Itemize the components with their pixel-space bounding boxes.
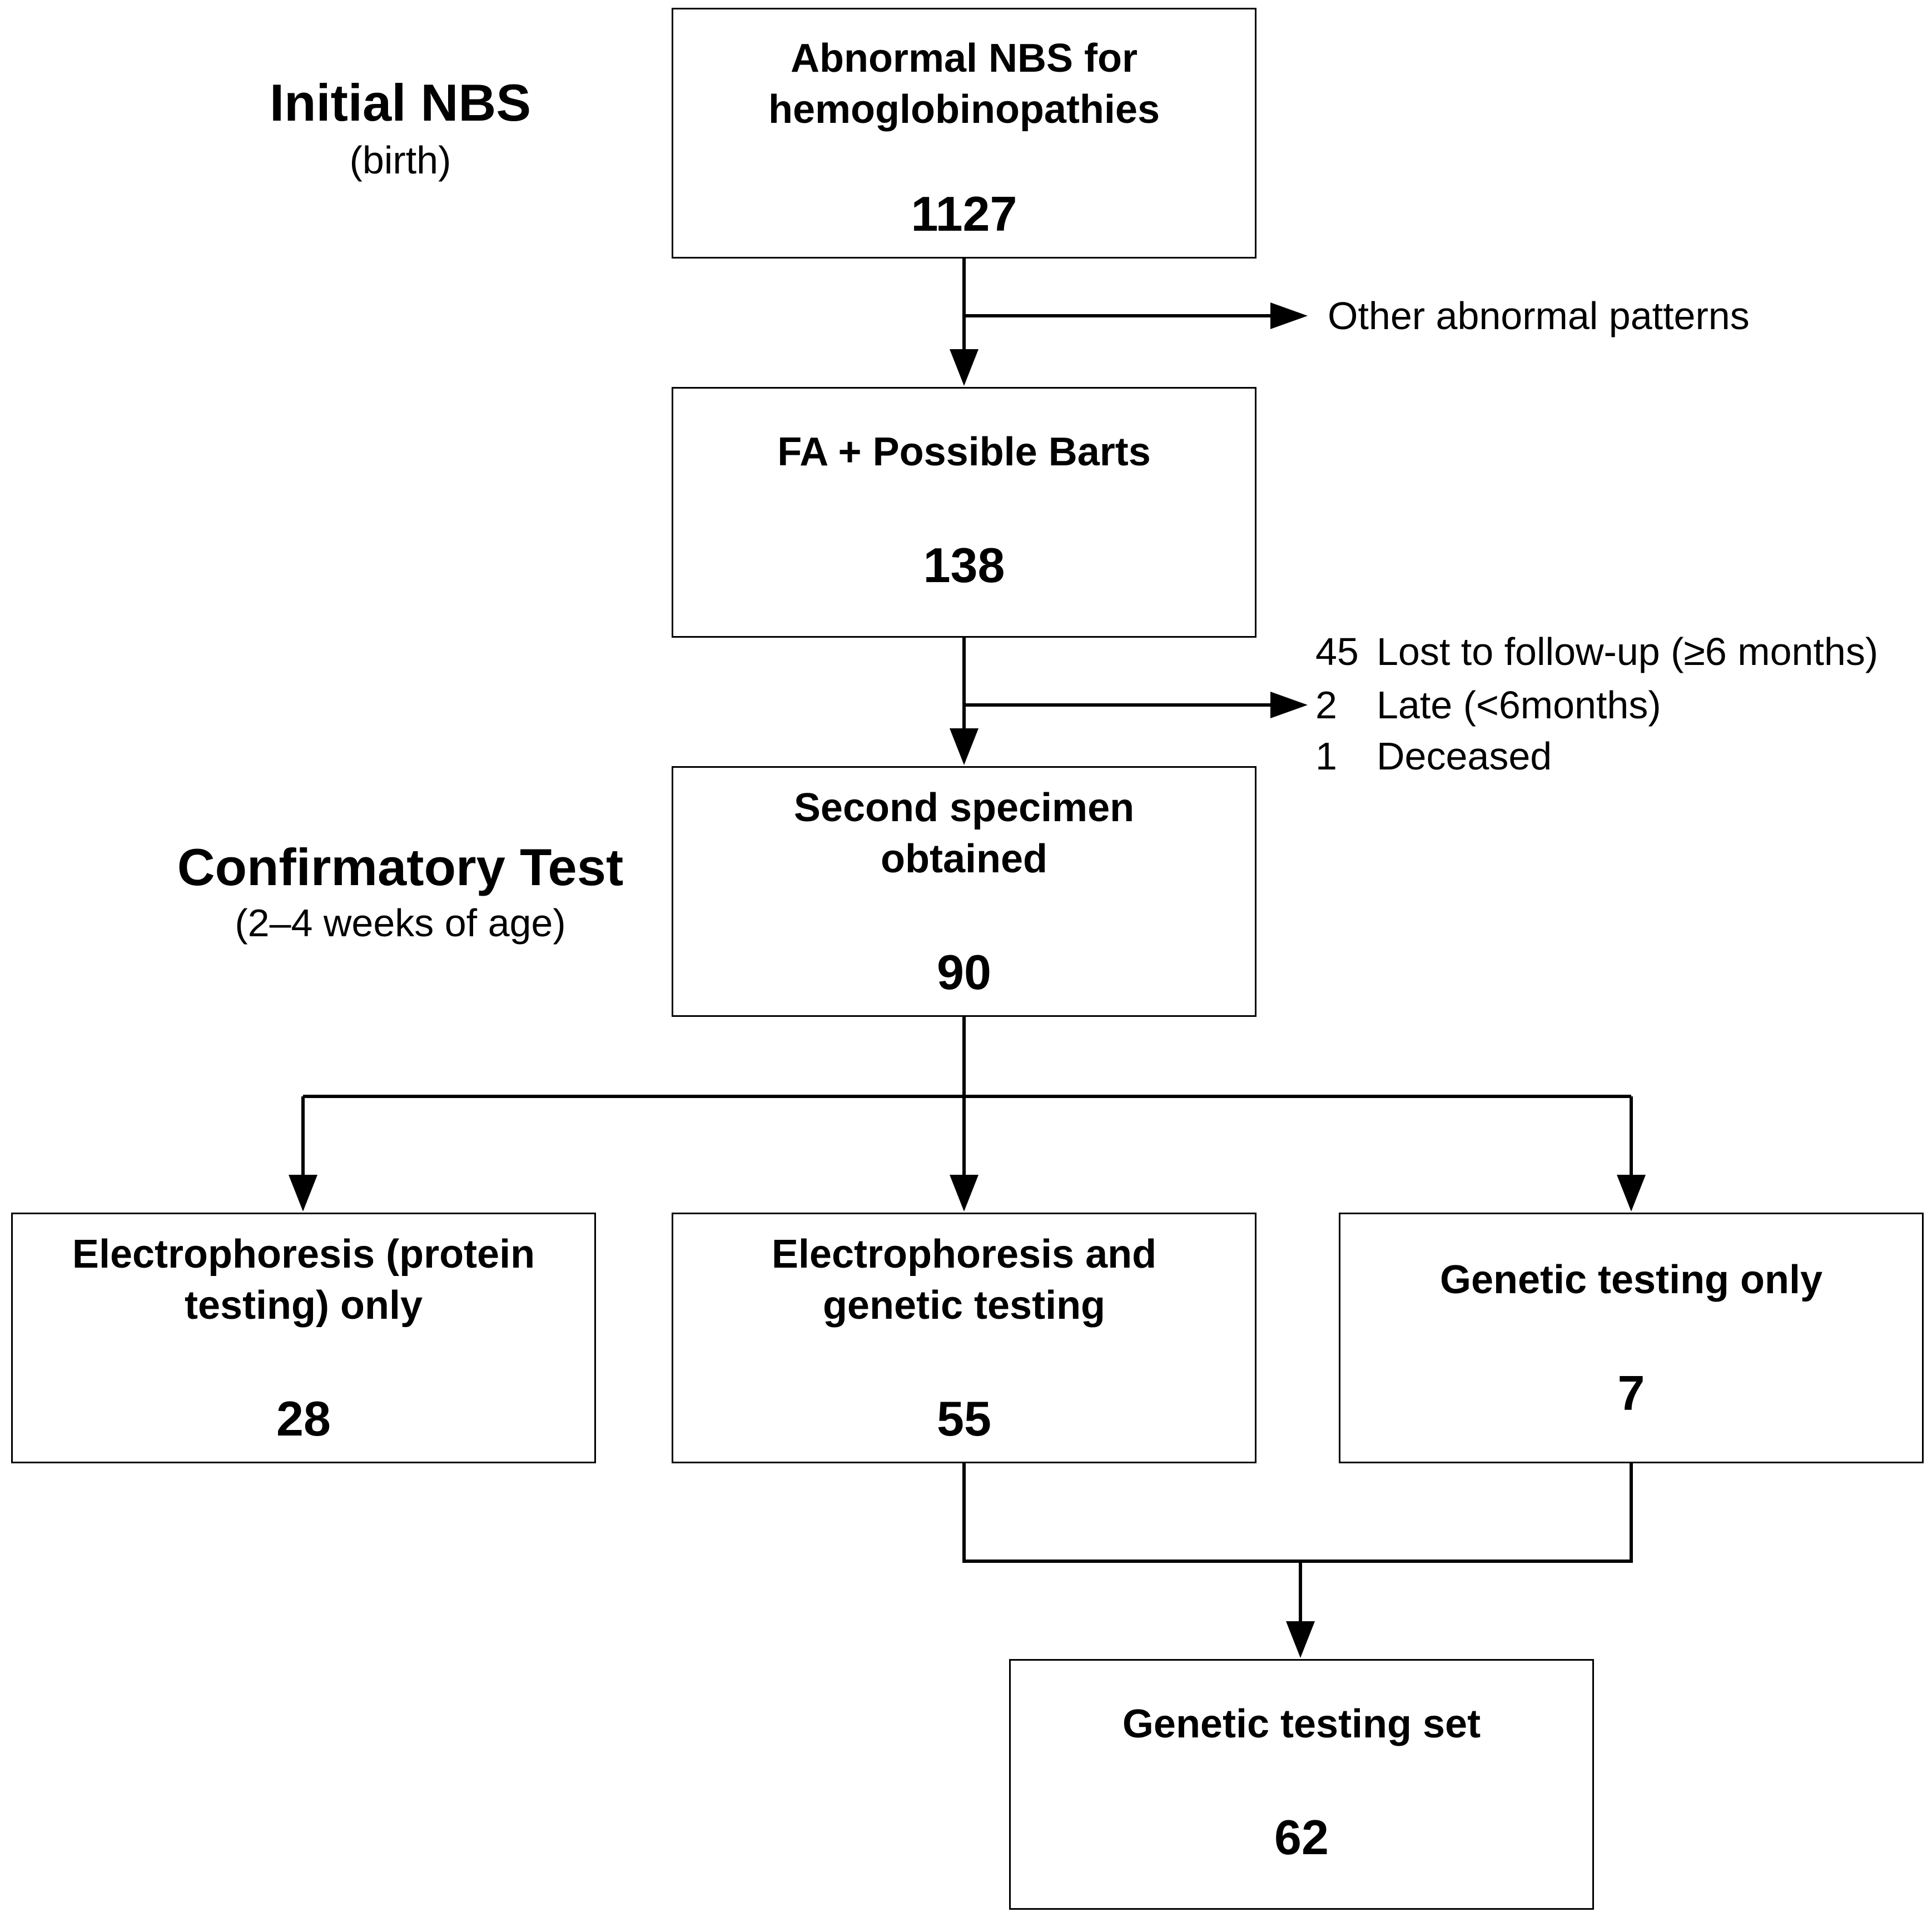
box-abnormal-nbs: Abnormal NBS for hemoglobinopathies 1127 <box>672 8 1256 259</box>
stage-subtitle-confirmatory: (2–4 weeks of age) <box>235 901 566 945</box>
other-abnormal-patterns-label: Other abnormal patterns <box>1328 294 1750 337</box>
box-label-line1: Genetic testing set <box>1122 1702 1481 1746</box>
exclusion-count: 2 <box>1315 683 1337 727</box>
exclusion-deceased: 1 Deceased <box>1315 734 1552 778</box>
box-genetic-only: Genetic testing only 7 <box>1339 1213 1924 1463</box>
arrowhead-electrophoresis-genetic <box>950 1175 979 1211</box>
box-count: 7 <box>1617 1365 1645 1421</box>
arrowhead-exclusions <box>1270 692 1308 718</box>
stage-title-initial: Initial NBS <box>269 73 532 132</box>
arrowhead-other-patterns <box>1270 302 1308 329</box>
box-count: 28 <box>276 1391 331 1446</box>
box-label-line2: obtained <box>881 837 1047 881</box>
exclusion-label: Lost to follow-up (≥6 months) <box>1377 630 1879 673</box>
box-label-line2: testing) only <box>185 1283 423 1328</box>
box-count: 138 <box>923 538 1005 593</box>
box-count: 55 <box>937 1391 991 1446</box>
exclusion-lost-followup: 45 Lost to follow-up (≥6 months) <box>1315 629 1878 674</box>
box-label-line1: Electrophoresis (protein <box>72 1232 535 1277</box>
exclusion-count: 45 <box>1315 630 1359 673</box>
exclusion-late: 2 Late (<6months) <box>1315 683 1661 727</box>
box-label-line2: hemoglobinopathies <box>768 87 1160 132</box>
stage-title-confirmatory: Confirmatory Test <box>177 838 624 896</box>
box-label-line2: genetic testing <box>822 1283 1106 1328</box>
box-label-line1: FA + Possible Barts <box>777 430 1151 474</box>
arrowhead-second <box>950 728 979 765</box>
box-label-line1: Abnormal NBS for <box>790 36 1138 81</box>
arrowhead-electrophoresis-only <box>289 1175 317 1211</box>
box-second-specimen: Second specimen obtained 90 <box>672 766 1256 1017</box>
arrowhead-genetic-set <box>1286 1621 1315 1658</box>
exclusion-label: Late (<6months) <box>1377 683 1661 727</box>
box-label-line1: Second specimen <box>793 786 1135 830</box>
box-label-line1: Electrophoresis and <box>771 1232 1157 1277</box>
box-fa-possible-barts: FA + Possible Barts 138 <box>672 387 1256 638</box>
arrowhead-genetic-only <box>1617 1175 1646 1211</box>
stage-subtitle-initial: (birth) <box>349 138 451 182</box>
box-count: 1127 <box>911 186 1017 241</box>
box-electrophoresis-genetic: Electrophoresis and genetic testing 55 <box>672 1213 1256 1463</box>
box-genetic-testing-set: Genetic testing set 62 <box>1009 1659 1594 1910</box>
arrowhead-fa <box>950 349 979 386</box>
box-count: 62 <box>1274 1810 1329 1865</box>
box-label-line1: Genetic testing only <box>1439 1258 1823 1302</box>
exclusion-count: 1 <box>1315 734 1337 778</box>
exclusion-label: Deceased <box>1377 734 1552 778</box>
box-electrophoresis-only: Electrophoresis (protein testing) only 2… <box>11 1213 596 1463</box>
box-count: 90 <box>937 945 991 1000</box>
